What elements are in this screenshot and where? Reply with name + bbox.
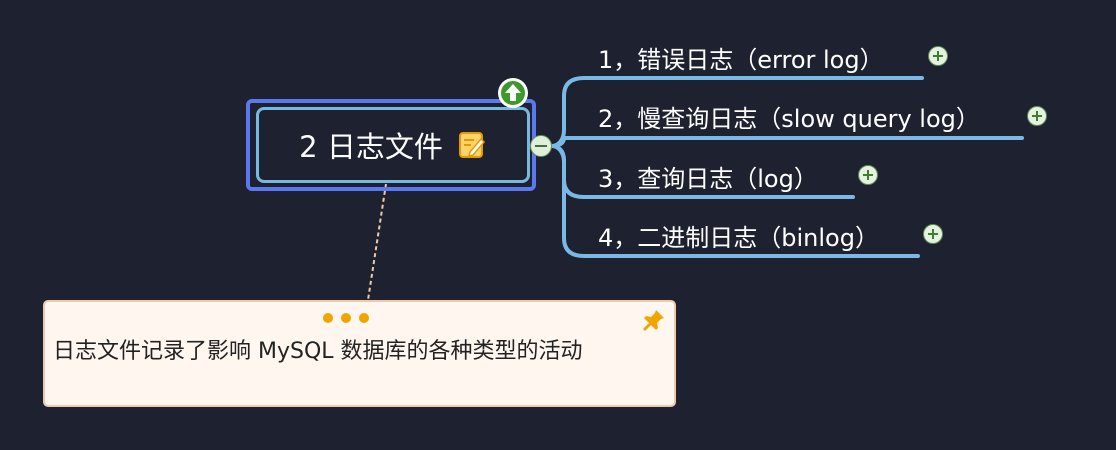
expand-icon[interactable] [858, 165, 878, 185]
up-arrow-icon [501, 81, 525, 105]
dot [359, 313, 369, 323]
dot [323, 313, 333, 323]
pin-icon[interactable] [642, 308, 666, 332]
expand-icon[interactable] [923, 224, 943, 244]
central-topic[interactable]: 2 日志文件 [256, 107, 530, 183]
branch-error-log[interactable]: 1，错误日志（error log） [598, 46, 884, 74]
branch-binlog[interactable]: 4，二进制日志（binlog） [598, 224, 879, 252]
connector-branch-4 [550, 144, 920, 258]
drill-up-button[interactable] [498, 78, 528, 108]
dot [341, 313, 351, 323]
collapse-icon[interactable] [530, 135, 552, 157]
branch-connectors [550, 76, 1024, 258]
branch-query-log[interactable]: 3，查询日志（log） [598, 165, 818, 193]
expand-icon[interactable] [928, 46, 948, 66]
central-topic-title: 2 日志文件 [299, 130, 443, 164]
expand-icon[interactable] [1027, 106, 1047, 126]
connector-branch-2 [550, 136, 1024, 148]
note-text: 日志文件记录了影响 MySQL 数据库的各种类型的活动 [53, 339, 583, 364]
note-drag-handle[interactable] [323, 313, 369, 323]
note-connector [367, 183, 387, 301]
note-card[interactable]: 日志文件记录了影响 MySQL 数据库的各种类型的活动 [43, 300, 676, 407]
note-edit-icon[interactable] [457, 130, 487, 160]
branch-slow-query-log[interactable]: 2，慢查询日志（slow query log） [598, 105, 980, 133]
